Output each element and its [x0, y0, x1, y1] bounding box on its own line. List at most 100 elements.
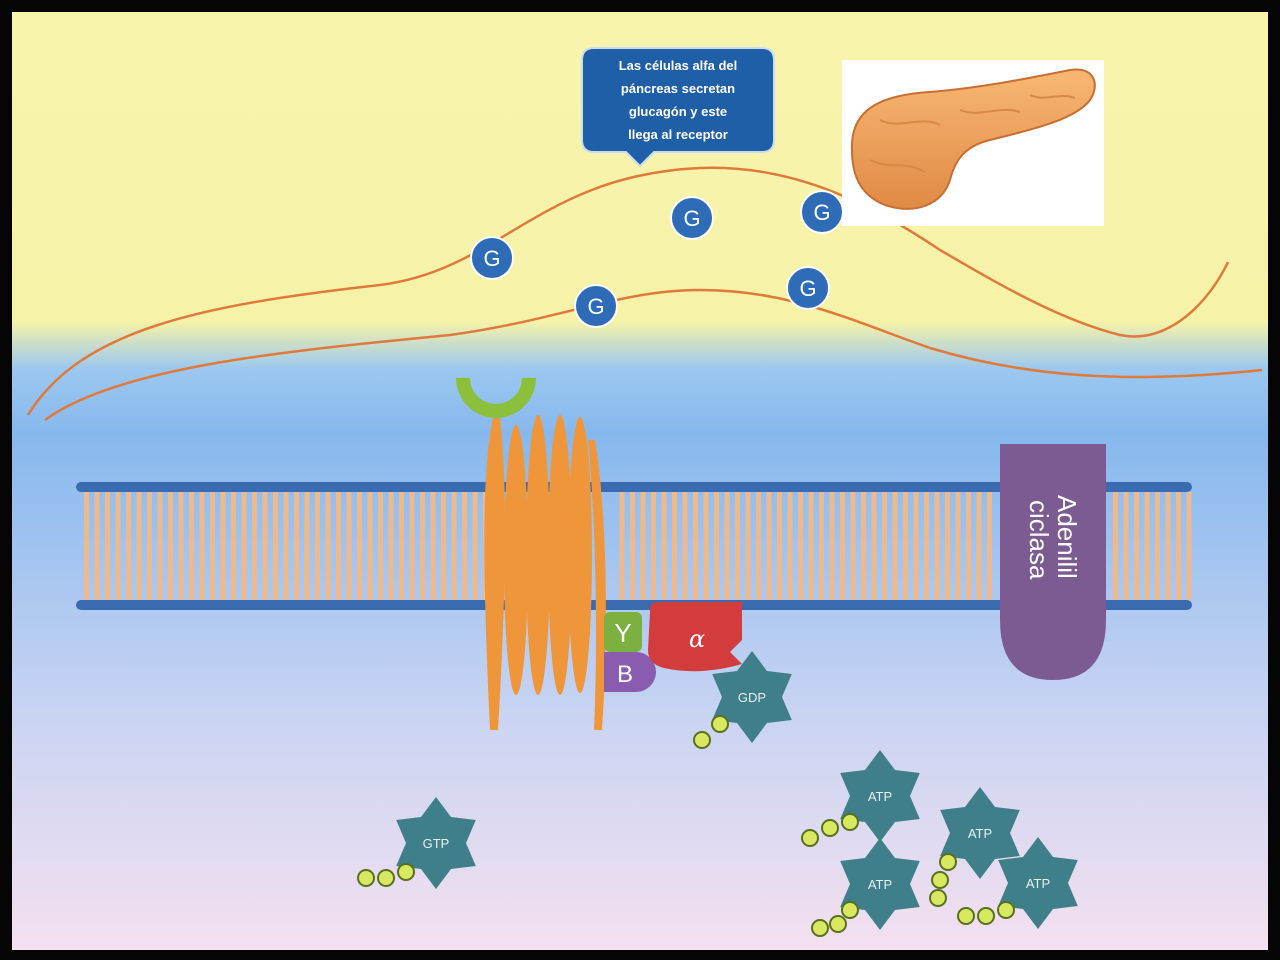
lipid-tail [262, 492, 268, 600]
beta-subunit [604, 652, 656, 692]
lipid-tail [714, 492, 719, 600]
lipid-tail [336, 492, 341, 600]
lipid-tail [1165, 492, 1171, 600]
adenylyl-cyclase: Adenilil ciclasa [1000, 444, 1106, 680]
phosphate [811, 919, 829, 937]
lipid-tail [388, 492, 394, 600]
lipid-tail [94, 492, 100, 600]
receptor-helix-4 [548, 415, 572, 695]
lipid-tail [462, 492, 467, 600]
lipid-tail [693, 492, 698, 600]
glucagon-symbol: G [799, 276, 816, 301]
lipid-tail [346, 492, 352, 600]
lipid-tail [829, 492, 835, 600]
lipid-tail [756, 492, 761, 600]
membrane-head-bottom [76, 600, 1192, 610]
phosphate [801, 829, 819, 847]
phosphate [821, 819, 839, 837]
lipid-tail [472, 492, 478, 600]
phosphate [939, 853, 957, 871]
pancreas-image [842, 60, 1104, 226]
receptor-helix-2 [504, 425, 528, 695]
lipid-tail [630, 492, 635, 600]
adenylyl-label-2: ciclasa [1024, 500, 1054, 580]
lipid-tail [682, 492, 688, 600]
lipid-tail [220, 492, 226, 600]
glucagon-receptor [456, 378, 606, 730]
lipid-tail [157, 492, 163, 600]
glucagon-symbol: G [683, 206, 700, 231]
adenylyl-cyclase-body [1000, 444, 1106, 680]
gtp-star [396, 797, 476, 889]
glucagon-symbol: G [483, 246, 500, 271]
phosphate [929, 889, 947, 907]
receptor-helix-6 [588, 440, 606, 730]
lipid-tail [1155, 492, 1160, 600]
phosphate [397, 863, 415, 881]
glucagon-molecule [800, 190, 844, 234]
g-protein: Y B α [604, 602, 742, 692]
gamma-subunit [604, 612, 642, 652]
pancreas-organ [850, 68, 1096, 210]
lipid-tail [399, 492, 404, 600]
glucagon-molecule [470, 236, 514, 280]
gtp-molecule: GTP [357, 797, 476, 889]
callout-line-3: glucagón y este [629, 104, 727, 119]
lipid-tail [640, 492, 646, 600]
phosphate [711, 715, 729, 733]
lipid-tail [189, 492, 194, 600]
lipid-tail [283, 492, 289, 600]
gdp-label: GDP [738, 690, 766, 705]
lipid-tail [115, 492, 121, 600]
lipid-tail [735, 492, 740, 600]
atp-label: ATP [868, 877, 892, 892]
lipid-tail [934, 492, 940, 600]
lipid-tail [147, 492, 152, 600]
lipid-tail [871, 492, 877, 600]
lipid-tail [178, 492, 184, 600]
lipid-tail [199, 492, 205, 600]
cell-membrane [76, 482, 1192, 610]
lipid-tail [651, 492, 656, 600]
lipid-tail [745, 492, 751, 600]
lipid-tail [966, 492, 971, 600]
lipid-tail [766, 492, 772, 600]
lipid-tails [84, 492, 1192, 600]
glucagon-molecule [670, 196, 714, 240]
callout-line-4: llega al receptor [628, 127, 728, 142]
lipid-tail [126, 492, 131, 600]
glucagon-molecules: G G G G G [470, 190, 844, 328]
lipid-tail [1123, 492, 1129, 600]
lipid-tail [1176, 492, 1181, 600]
lipid-tail [724, 492, 730, 600]
lipid-tail [409, 492, 415, 600]
lipid-tail [619, 492, 625, 600]
lipid-tail [210, 492, 215, 600]
lipid-tail [136, 492, 142, 600]
alpha-label: α [689, 625, 705, 653]
lipid-tail [325, 492, 331, 600]
phosphate [841, 813, 859, 831]
atp-star [940, 787, 1020, 879]
callout-bubble: Las células alfa del páncreas secretan g… [581, 47, 775, 168]
pancreas-texture [869, 94, 1076, 173]
lipid-tail [84, 492, 89, 600]
glucagon-symbol: G [813, 200, 830, 225]
receptor-helix-3 [526, 415, 550, 695]
lipid-tail [840, 492, 845, 600]
lipid-tail [987, 492, 992, 600]
lipid-tail [241, 492, 247, 600]
atp-star [998, 837, 1078, 929]
adenylyl-label-1: Adenilil [1052, 495, 1082, 579]
lipid-tail [304, 492, 310, 600]
glucagon-symbol: G [587, 294, 604, 319]
atp-label: ATP [968, 826, 992, 841]
callout-shape [581, 47, 775, 168]
phosphate [829, 915, 847, 933]
glucagon-molecule [786, 266, 830, 310]
lipid-tail [945, 492, 950, 600]
phosphate [931, 871, 949, 889]
lipid-tail [976, 492, 982, 600]
lipid-tail [231, 492, 236, 600]
lipid-tail [1113, 492, 1118, 600]
